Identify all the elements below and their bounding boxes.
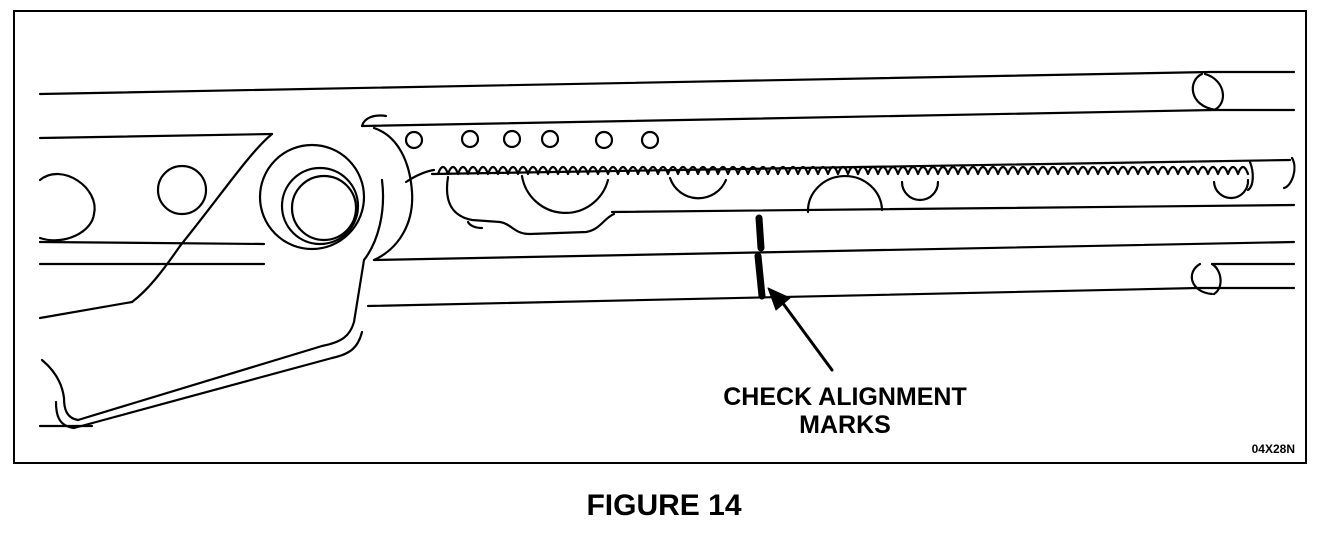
pivot-latch-assembly — [38, 126, 414, 430]
toothed-slider-plate — [360, 114, 1296, 236]
illustration-code: 04X28N — [1251, 442, 1295, 456]
rack-teeth — [436, 165, 1250, 176]
seat-track-illustration — [38, 70, 1296, 430]
alignment-marks — [754, 214, 766, 300]
callout-line-2: MARKS — [799, 411, 891, 439]
figure-frame: CHECK ALIGNMENT MARKS 04X28N — [13, 10, 1307, 464]
plate-holes — [404, 129, 660, 150]
upper-rail — [38, 70, 1296, 140]
lower-rail — [38, 240, 1296, 308]
figure-caption: FIGURE 14 — [586, 489, 742, 522]
leader-arrow — [767, 287, 834, 372]
alignment-callout-label: CHECK ALIGNMENT MARKS — [655, 383, 1035, 439]
callout-line-1: CHECK ALIGNMENT — [723, 383, 967, 411]
